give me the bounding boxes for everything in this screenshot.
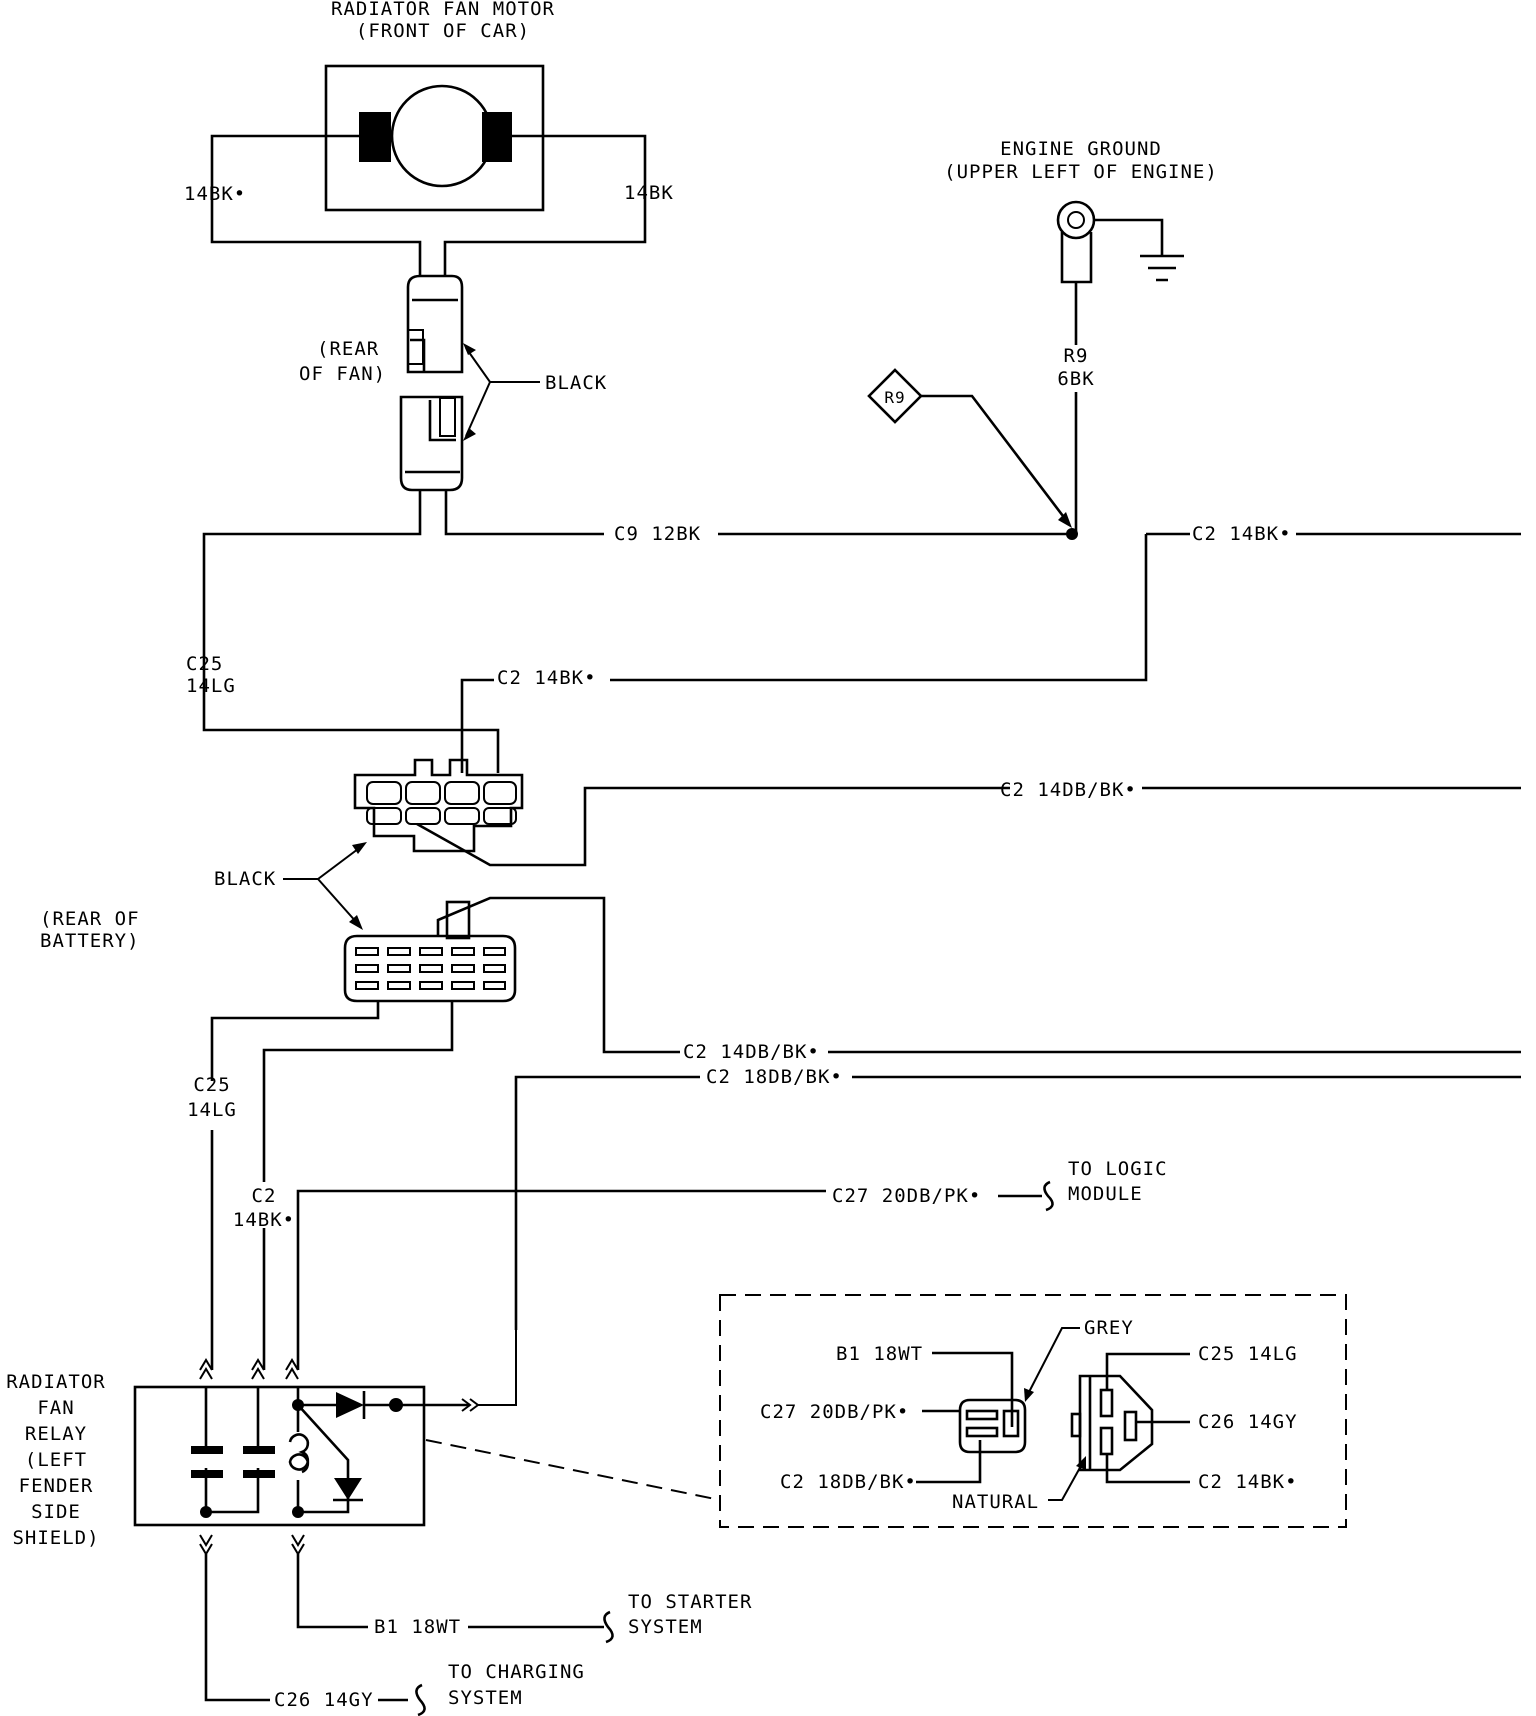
inset-c25-label: C25 14LG <box>1198 1343 1298 1365</box>
battery-conn-arrow <box>283 845 363 925</box>
dest-starter-2: SYSTEM <box>628 1616 703 1638</box>
motor-left-wire-label: 14BK• <box>184 183 246 205</box>
wire-c9-label-text: C9 12BK <box>614 523 701 545</box>
wire-c25-lower <box>210 1001 380 1370</box>
relay-label-2: RELAY <box>25 1423 87 1445</box>
ground-terminal <box>1056 200 1164 284</box>
wire-c2-lower <box>262 1001 454 1370</box>
relay-label-4: FENDER <box>19 1475 94 1497</box>
splice-dot-ground <box>1066 528 1078 540</box>
inset-c2-14-label: C2 14BK• <box>1198 1471 1298 1493</box>
wire-c2-lower-label-1: C2 <box>252 1185 277 1207</box>
relay-box <box>133 1358 470 1556</box>
inset-b1-label: B1 18WT <box>836 1343 923 1365</box>
fan-connector <box>399 274 464 492</box>
ground-symbol-icon <box>1140 254 1184 282</box>
wire-c25-upper <box>202 490 500 773</box>
dest-logic-1: TO LOGIC <box>1068 1158 1168 1180</box>
relay-label-1: FAN <box>37 1397 74 1419</box>
fan-conn-arrow <box>465 347 540 437</box>
wire-c25-upper-label-1: C25 <box>186 653 223 675</box>
wire-b1-break <box>603 1610 614 1644</box>
fan-conn-location-2: OF FAN) <box>299 363 386 385</box>
dest-charging-2: SYSTEM <box>448 1687 523 1709</box>
wire-c2-18db <box>514 1075 1521 1330</box>
battery-connector-upper <box>353 758 1521 867</box>
dest-charging-1: TO CHARGING <box>448 1661 585 1683</box>
wire-c27-break <box>1043 1180 1054 1212</box>
wire-c25-lower-label-1: C25 <box>193 1074 230 1096</box>
wire-c26-label: C26 14GY <box>274 1689 374 1711</box>
wire-b1 <box>296 1554 604 1629</box>
motor-right-wire-label: 14BK <box>624 182 674 204</box>
fan-conn-color: BLACK <box>545 372 607 394</box>
wire-c27-label: C27 20DB/PK• <box>832 1185 981 1207</box>
fan-motor-symbol <box>324 64 545 212</box>
wire-b1-label: B1 18WT <box>374 1616 461 1638</box>
motor-wire-right <box>443 134 647 275</box>
motor-title: RADIATOR FAN MOTOR <box>331 0 555 20</box>
ground-location: (UPPER LEFT OF ENGINE) <box>944 161 1218 183</box>
wire-r9-code: R9 <box>1064 345 1089 367</box>
ground-title: ENGINE GROUND <box>1000 138 1162 160</box>
splice-r9-label: R9 <box>884 388 905 407</box>
wire-c2-lower-label-2: 14BK• <box>233 1209 295 1231</box>
relay-label-0: RADIATOR <box>6 1371 106 1393</box>
inset-natural-label: NATURAL <box>952 1491 1039 1513</box>
battery-location-1: (REAR OF <box>40 908 140 930</box>
relay-label-5: SIDE <box>31 1501 81 1523</box>
battery-location-2: BATTERY) <box>40 930 140 952</box>
wire-c2-db-lower-label: C2 14DB/BK• <box>683 1041 820 1063</box>
inset-c2-18-label: C2 18DB/BK• <box>780 1471 917 1493</box>
fan-conn-location-1: (REAR <box>317 338 379 360</box>
wire-c2-top-label: C2 14BK• <box>1192 523 1292 545</box>
inset-c26-label: C26 14GY <box>1198 1411 1298 1433</box>
wire-r9-gauge: 6BK <box>1057 368 1094 390</box>
wire-c25-upper-label-2: 14LG <box>186 675 236 697</box>
inset-box <box>719 1294 1347 1528</box>
inset-leader <box>425 1439 721 1501</box>
dest-starter-1: TO STARTER <box>628 1591 752 1613</box>
dest-logic-2: MODULE <box>1068 1183 1143 1205</box>
battery-connector-lower <box>343 896 1521 1054</box>
inset-relay-connector <box>958 1398 1027 1454</box>
wire-c25-lower-label-2: 14LG <box>187 1099 237 1121</box>
relay-label-3: (LEFT <box>25 1449 87 1471</box>
wire-c26 <box>204 1554 408 1702</box>
relay-output-arrow <box>461 1330 517 1412</box>
splice-r9-leader <box>921 394 1068 521</box>
wire-c9 <box>444 490 1072 536</box>
wire-c26-break <box>415 1683 426 1716</box>
relay-label-6: SHIELD) <box>12 1527 99 1549</box>
splice-r9-diamond <box>867 368 923 424</box>
motor-location: (FRONT OF CAR) <box>356 20 530 42</box>
inset-grey-label: GREY <box>1084 1317 1134 1339</box>
wire-c2-mid-label: C2 14BK• <box>497 667 597 689</box>
wire-c2-db-upper-label: C2 14DB/BK• <box>1000 779 1137 801</box>
battery-conn-color: BLACK <box>214 868 276 890</box>
inset-c27-label: C27 20DB/PK• <box>760 1401 909 1423</box>
wire-c2-18db-label: C2 18DB/BK• <box>706 1066 843 1088</box>
motor-wire-left <box>210 134 422 275</box>
wire-c27 <box>296 1189 1042 1370</box>
